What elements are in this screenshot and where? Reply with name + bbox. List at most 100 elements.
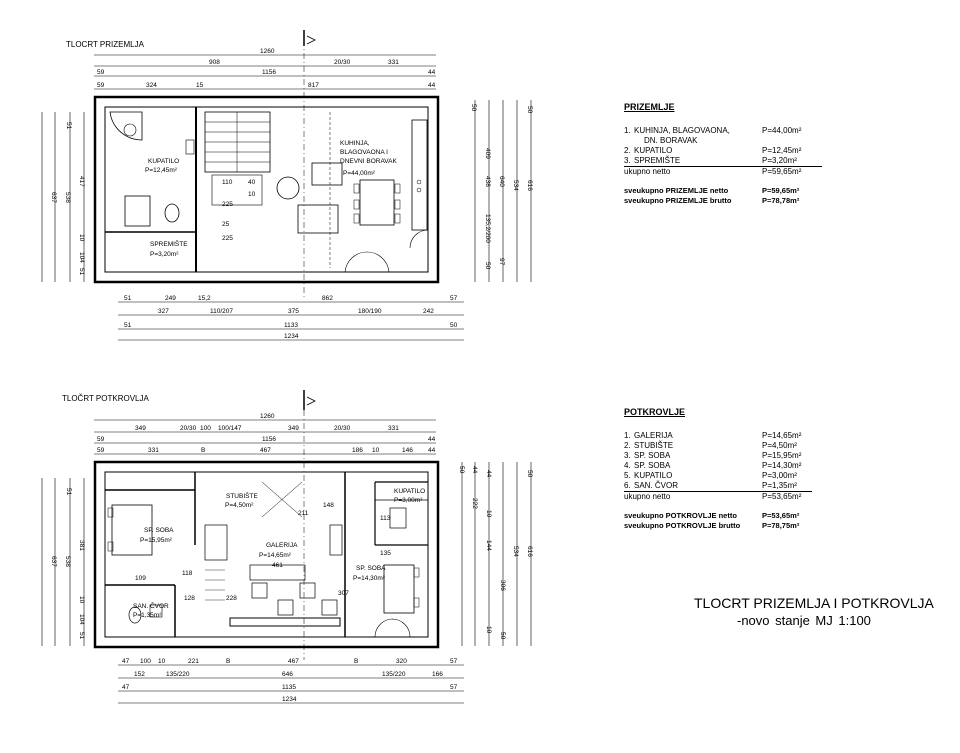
item-number: 4.	[624, 461, 631, 470]
dim-label: 306	[499, 580, 506, 591]
ground-dims-left: 51 417 637 538 10 104 51	[41, 112, 85, 282]
dim-label: 113	[380, 515, 391, 522]
room-area: P=14,65m²	[762, 431, 802, 440]
dim-label: 331	[388, 59, 399, 66]
dim-label: 20/30	[334, 59, 351, 66]
drawing-title: TLOCRT PRIZEMLJA I POTKROVLJA	[694, 595, 934, 611]
dim-label: 100	[200, 425, 211, 432]
item-number: 5.	[624, 471, 631, 480]
room-area: P=1,35m²	[133, 612, 162, 619]
dim-label: 249	[165, 295, 176, 302]
room-area: P=4,50m²	[762, 441, 797, 450]
dim-label: 467	[260, 447, 271, 454]
item-number: 1.	[624, 126, 631, 135]
dim-label: B	[354, 658, 358, 665]
dim-label: 225	[222, 235, 233, 242]
dim-label: 51	[124, 322, 132, 329]
dim-label: 40	[248, 179, 256, 186]
room-label: KUHINJA,	[340, 140, 370, 147]
dim-label: 10	[485, 510, 492, 518]
item-number: 3.	[624, 156, 631, 165]
room-label: GALERIJA	[266, 542, 298, 549]
dim-label: 10	[248, 191, 256, 198]
room-area: P=12,45m²	[145, 167, 178, 174]
dim-label: 135/220	[382, 671, 406, 678]
dim-label: 349	[135, 425, 146, 432]
upper-floor-heading: TLOČRT POTKROVLJA	[62, 394, 150, 403]
upper-dims-bottom: 47 100 10 221 B 467 B 320 57 152 135/220…	[118, 658, 464, 704]
total-label: sveukupno PRIZEMLJE brutto	[624, 196, 732, 205]
dim-label: 44	[471, 466, 478, 474]
dim-label: 1133	[284, 322, 298, 329]
dim-label: 51	[78, 632, 85, 640]
item-number: 6.	[624, 481, 631, 490]
dim-label: 331	[388, 425, 399, 432]
dim-label: 225	[222, 201, 233, 208]
dim-label: 817	[308, 82, 319, 89]
dim-label: 148	[323, 502, 334, 509]
room-name: ukupno netto	[624, 167, 671, 176]
dim-label: 51	[65, 488, 72, 496]
dim-label: 15	[196, 82, 204, 89]
dim-label: 110	[222, 179, 233, 186]
dim-label: 51	[78, 268, 85, 276]
dim-label: 44	[485, 470, 492, 478]
dim-label: 467	[288, 658, 299, 665]
dim-label: 1234	[284, 333, 299, 340]
ground-floor-heading: TLOCRT PRIZEMLJA	[66, 40, 145, 49]
dim-label: 616	[526, 546, 533, 557]
dim-label: 1156	[262, 69, 276, 76]
total-label: sveukupno POTKROVLJE netto	[624, 511, 737, 520]
dim-label: 221	[188, 658, 199, 665]
room-name: GALERIJA	[634, 431, 673, 440]
upper-floor-plan: TLOČRT POTKROVLJA 1260 349 20/30 100 100…	[41, 390, 533, 704]
dim-label: 862	[322, 295, 333, 302]
dim-label: 381	[78, 540, 85, 551]
room-area	[772, 136, 822, 146]
room-area: P=14,30m²	[353, 575, 386, 582]
room-area: P=59,65m²	[762, 167, 802, 176]
dim-label: 538	[64, 556, 71, 567]
dim-label: 146	[402, 447, 413, 454]
upper-dims-top: 1260 349 20/30 100 100/147 349 20/30 331…	[94, 413, 436, 455]
dim-label: 637	[50, 556, 57, 567]
dim-label: 10	[485, 626, 492, 634]
dim-label: 908	[209, 59, 220, 66]
dim-label: 534	[512, 180, 519, 191]
total-value: P=78,75m²	[762, 521, 800, 530]
room-name: STUBIŠTE	[634, 441, 674, 450]
dim-label: 242	[423, 308, 434, 315]
room-area: P=15,95m²	[140, 537, 173, 544]
room-area: P=3,20m²	[150, 251, 179, 258]
dim-label: 47	[122, 658, 130, 665]
dim-label: B	[226, 658, 230, 665]
dim-label: 320	[396, 658, 407, 665]
upper-dims-left: 51 381 637 538 10 104 51	[41, 478, 85, 646]
room-label: STUBIŠTE	[226, 491, 258, 500]
area-row: 1.KUHINJA, BLAGOVAONA,P=44,00m²	[624, 126, 822, 136]
item-number: 2.	[624, 146, 631, 155]
dim-label: 417	[78, 176, 85, 187]
dim-label: 307	[338, 590, 349, 597]
dim-label: 44	[428, 82, 436, 89]
dim-label: 59	[97, 447, 105, 454]
room-label: SAN. ČVOR	[133, 601, 169, 610]
dim-label: 57	[450, 295, 458, 302]
stair-symbol: 110 225 25 225 40 10	[204, 111, 271, 242]
dim-label: 51	[124, 295, 132, 302]
room-area: P=12,45m²	[762, 146, 802, 155]
dim-label: 50	[470, 104, 477, 112]
dim-label: 10	[372, 447, 380, 454]
dim-label: 109	[135, 575, 146, 582]
dim-label: 47	[122, 684, 130, 691]
room-name: SAN. ČVOR	[634, 481, 679, 490]
dim-label: 100/147	[218, 425, 242, 432]
dim-label: 1260	[260, 48, 275, 55]
